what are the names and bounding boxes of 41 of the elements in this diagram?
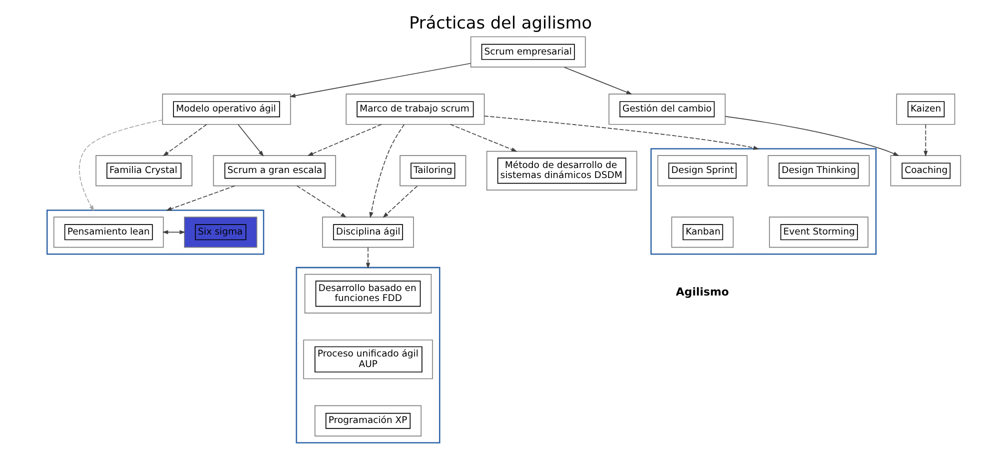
node-box: Método de desarrollo de sistemas dinámicos DSDM [486, 150, 637, 190]
node-box: Familia Crystal [95, 155, 192, 186]
node-box: Kaizen [896, 94, 955, 125]
node-box: Design Thinking [767, 155, 870, 186]
arrow [78, 120, 162, 212]
node-box: Tailoring [399, 155, 466, 186]
node-box: Scrum a gran escala [212, 155, 336, 186]
diagram-title: Prácticas del agilismo [408, 12, 592, 32]
arrow [162, 124, 206, 156]
arrow [365, 247, 370, 269]
arrow [165, 185, 235, 211]
cluster [295, 266, 440, 444]
arrow [306, 124, 382, 156]
node-box: Disciplina ágil [322, 216, 414, 248]
node-box: Design Sprint [656, 155, 748, 186]
arrow [483, 116, 759, 150]
node-box: Six sigma [184, 216, 257, 248]
cluster [650, 148, 876, 255]
arrow [368, 124, 404, 218]
arrow [237, 124, 264, 156]
cluster [46, 210, 264, 255]
arrow [563, 66, 632, 94]
node-box: Proceso unificado ágil AUP [302, 340, 432, 380]
arrow [724, 116, 899, 156]
node-box: Coaching [890, 155, 961, 186]
arrow [289, 62, 471, 98]
arrow [449, 124, 517, 152]
caption: Agilismo [675, 286, 728, 299]
arrow [923, 124, 928, 157]
arrow [162, 230, 186, 234]
node-box: Event Storming [768, 216, 868, 248]
arrow [296, 185, 346, 218]
arrow [382, 186, 418, 218]
node-box: Marco de trabajo scrum [345, 94, 484, 125]
node-box: Programación XP [314, 405, 422, 436]
node-box: Modelo operativo ágil [162, 94, 290, 125]
node-box: Scrum empresarial [470, 36, 586, 68]
node-box: Pensamiento lean [52, 216, 164, 248]
node-box: Desarrollo basado en funciones FDD [304, 274, 432, 314]
node-box: Kanban [670, 216, 734, 248]
node-box: Gestión del cambio [608, 94, 726, 125]
